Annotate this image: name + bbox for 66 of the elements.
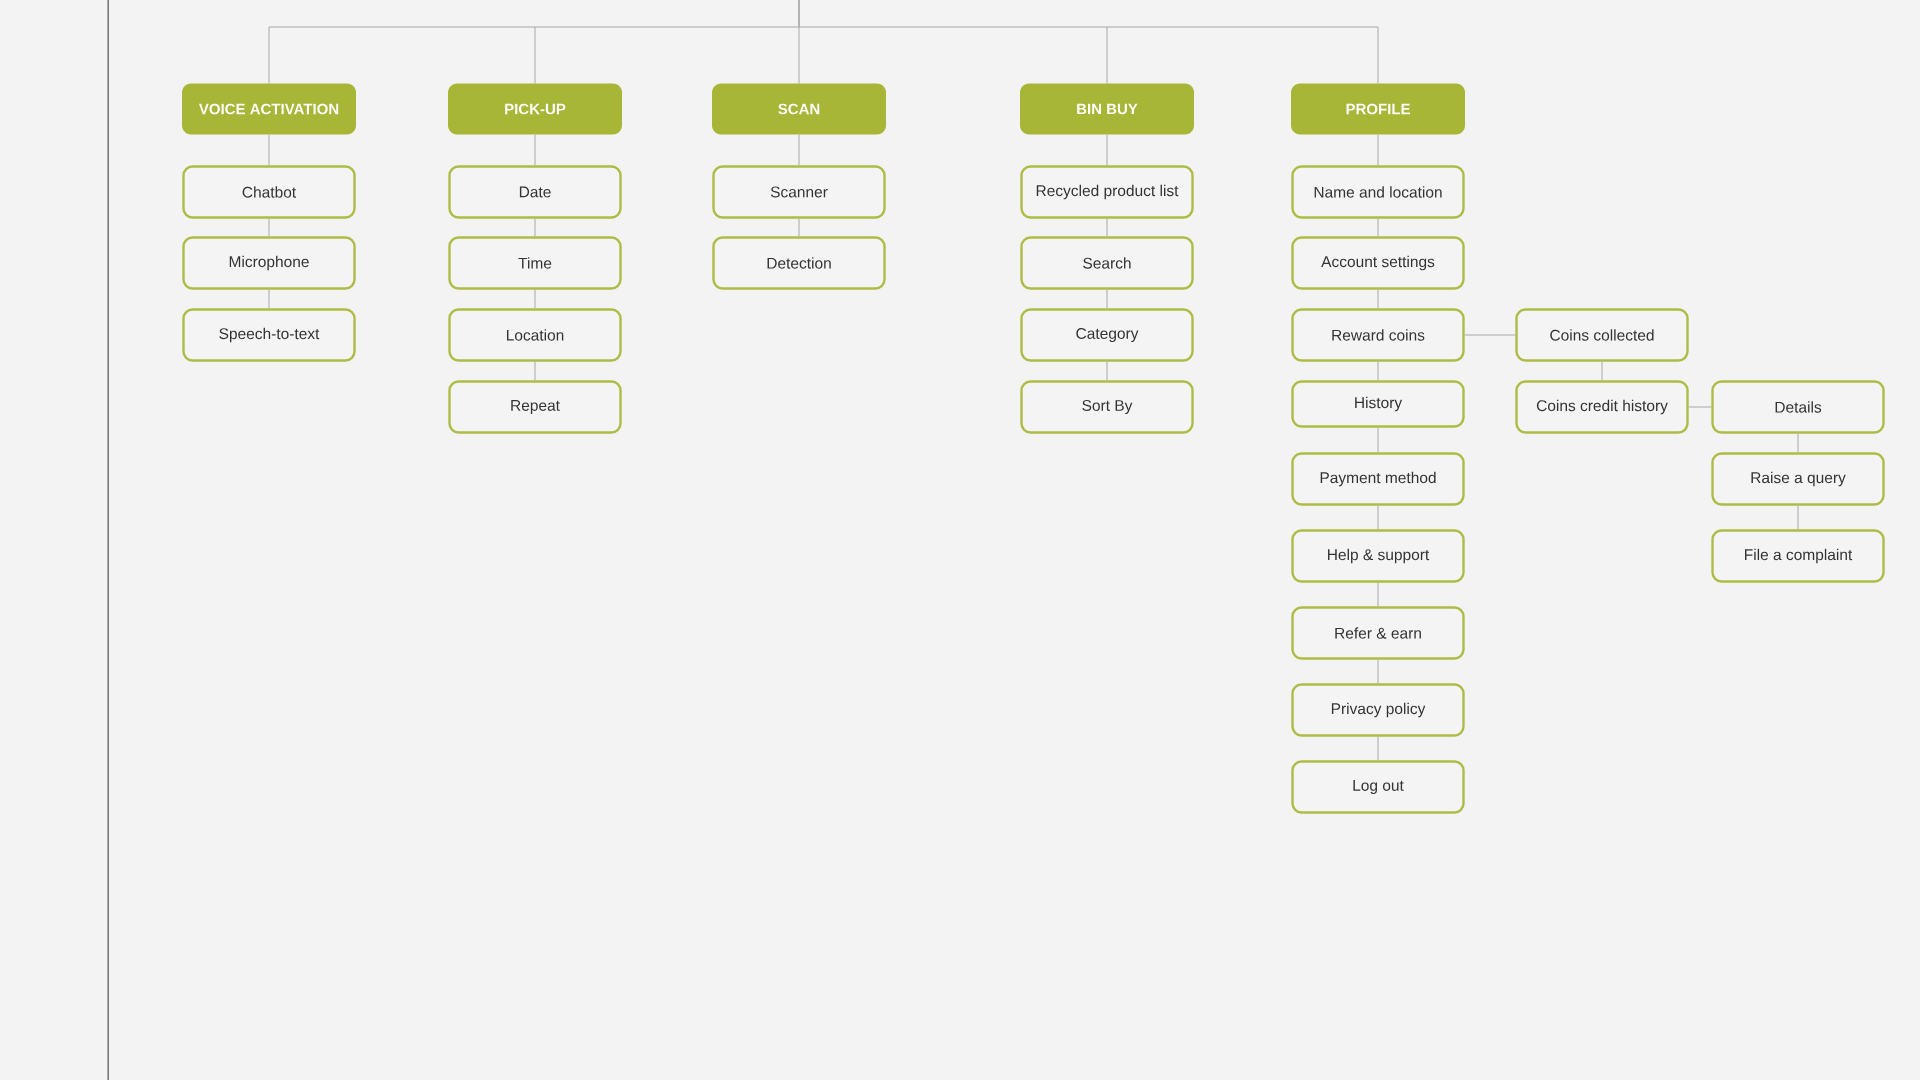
menu-item-box: Detection [712,236,886,290]
connector-line [1106,289,1108,309]
menu-item-box: Log out [1291,760,1465,814]
menu-item-box: Scanner [712,165,886,219]
menu-item-box: History [1291,380,1465,428]
menu-item-box: Date [448,165,622,219]
menu-item-box: Account settings [1291,236,1465,290]
connector-line [798,26,800,84]
connector-line [268,134,270,166]
menu-item-box: Sort By [1020,380,1194,434]
connector-line [534,289,536,309]
connector-line [1377,218,1379,237]
connector-line [798,218,800,237]
menu-item-box: Privacy policy [1291,683,1465,737]
connector-line [798,134,800,166]
menu-item-box: Microphone [182,236,356,290]
connector-line [534,26,536,84]
menu-item-box: Payment method [1291,452,1465,506]
menu-item-box: Location [448,308,622,362]
menu-item-box: Coins credit history [1515,380,1689,434]
connector-line [1106,361,1108,381]
connector-line [1377,289,1379,309]
menu-item-box: Chatbot [182,165,356,219]
connector-line [1377,361,1379,381]
connector-line [1797,433,1799,453]
connector-line [1688,406,1712,408]
connector-line [1377,134,1379,166]
menu-item-box: Raise a query [1711,452,1885,506]
connector-line [268,218,270,237]
heading-box: PICK-UP [448,83,622,135]
menu-item-box: Time [448,236,622,290]
connector-line [268,26,270,84]
menu-item-box: Name and location [1291,165,1465,219]
heading-box: SCAN [712,83,886,135]
menu-item-box: Details [1711,380,1885,434]
connector-line [1106,218,1108,237]
menu-item-box: Search [1020,236,1194,290]
heading-box: VOICE ACTIVATION [182,83,356,135]
connector-line [1377,505,1379,530]
connector-line [1377,582,1379,607]
menu-item-box: Help & support [1291,529,1465,583]
connector-line [1377,26,1379,84]
connector-line [798,0,800,28]
connector-line [268,26,1379,28]
connector-line [1106,134,1108,166]
menu-item-box: Speech-to-text [182,308,356,362]
connector-line [1106,26,1108,84]
menu-item-box: Reward coins [1291,308,1465,362]
connector-line [1601,361,1603,381]
connector-line [534,218,536,237]
menu-item-box: Coins collected [1515,308,1689,362]
menu-item-box: File a complaint [1711,529,1885,583]
connector-line [1377,736,1379,761]
connector-line [534,134,536,166]
heading-box: PROFILE [1291,83,1465,135]
heading-box: BIN BUY [1020,83,1194,135]
connector-line [1464,334,1516,336]
menu-item-box: Refer & earn [1291,606,1465,660]
menu-item-box: Repeat [448,380,622,434]
connector-line [1377,427,1379,453]
connector-line [1377,659,1379,684]
menu-item-box: Category [1020,308,1194,362]
connector-line [1797,505,1799,530]
connector-line [268,289,270,309]
menu-item-box: Recycled product list [1020,165,1194,219]
connector-line [534,361,536,381]
